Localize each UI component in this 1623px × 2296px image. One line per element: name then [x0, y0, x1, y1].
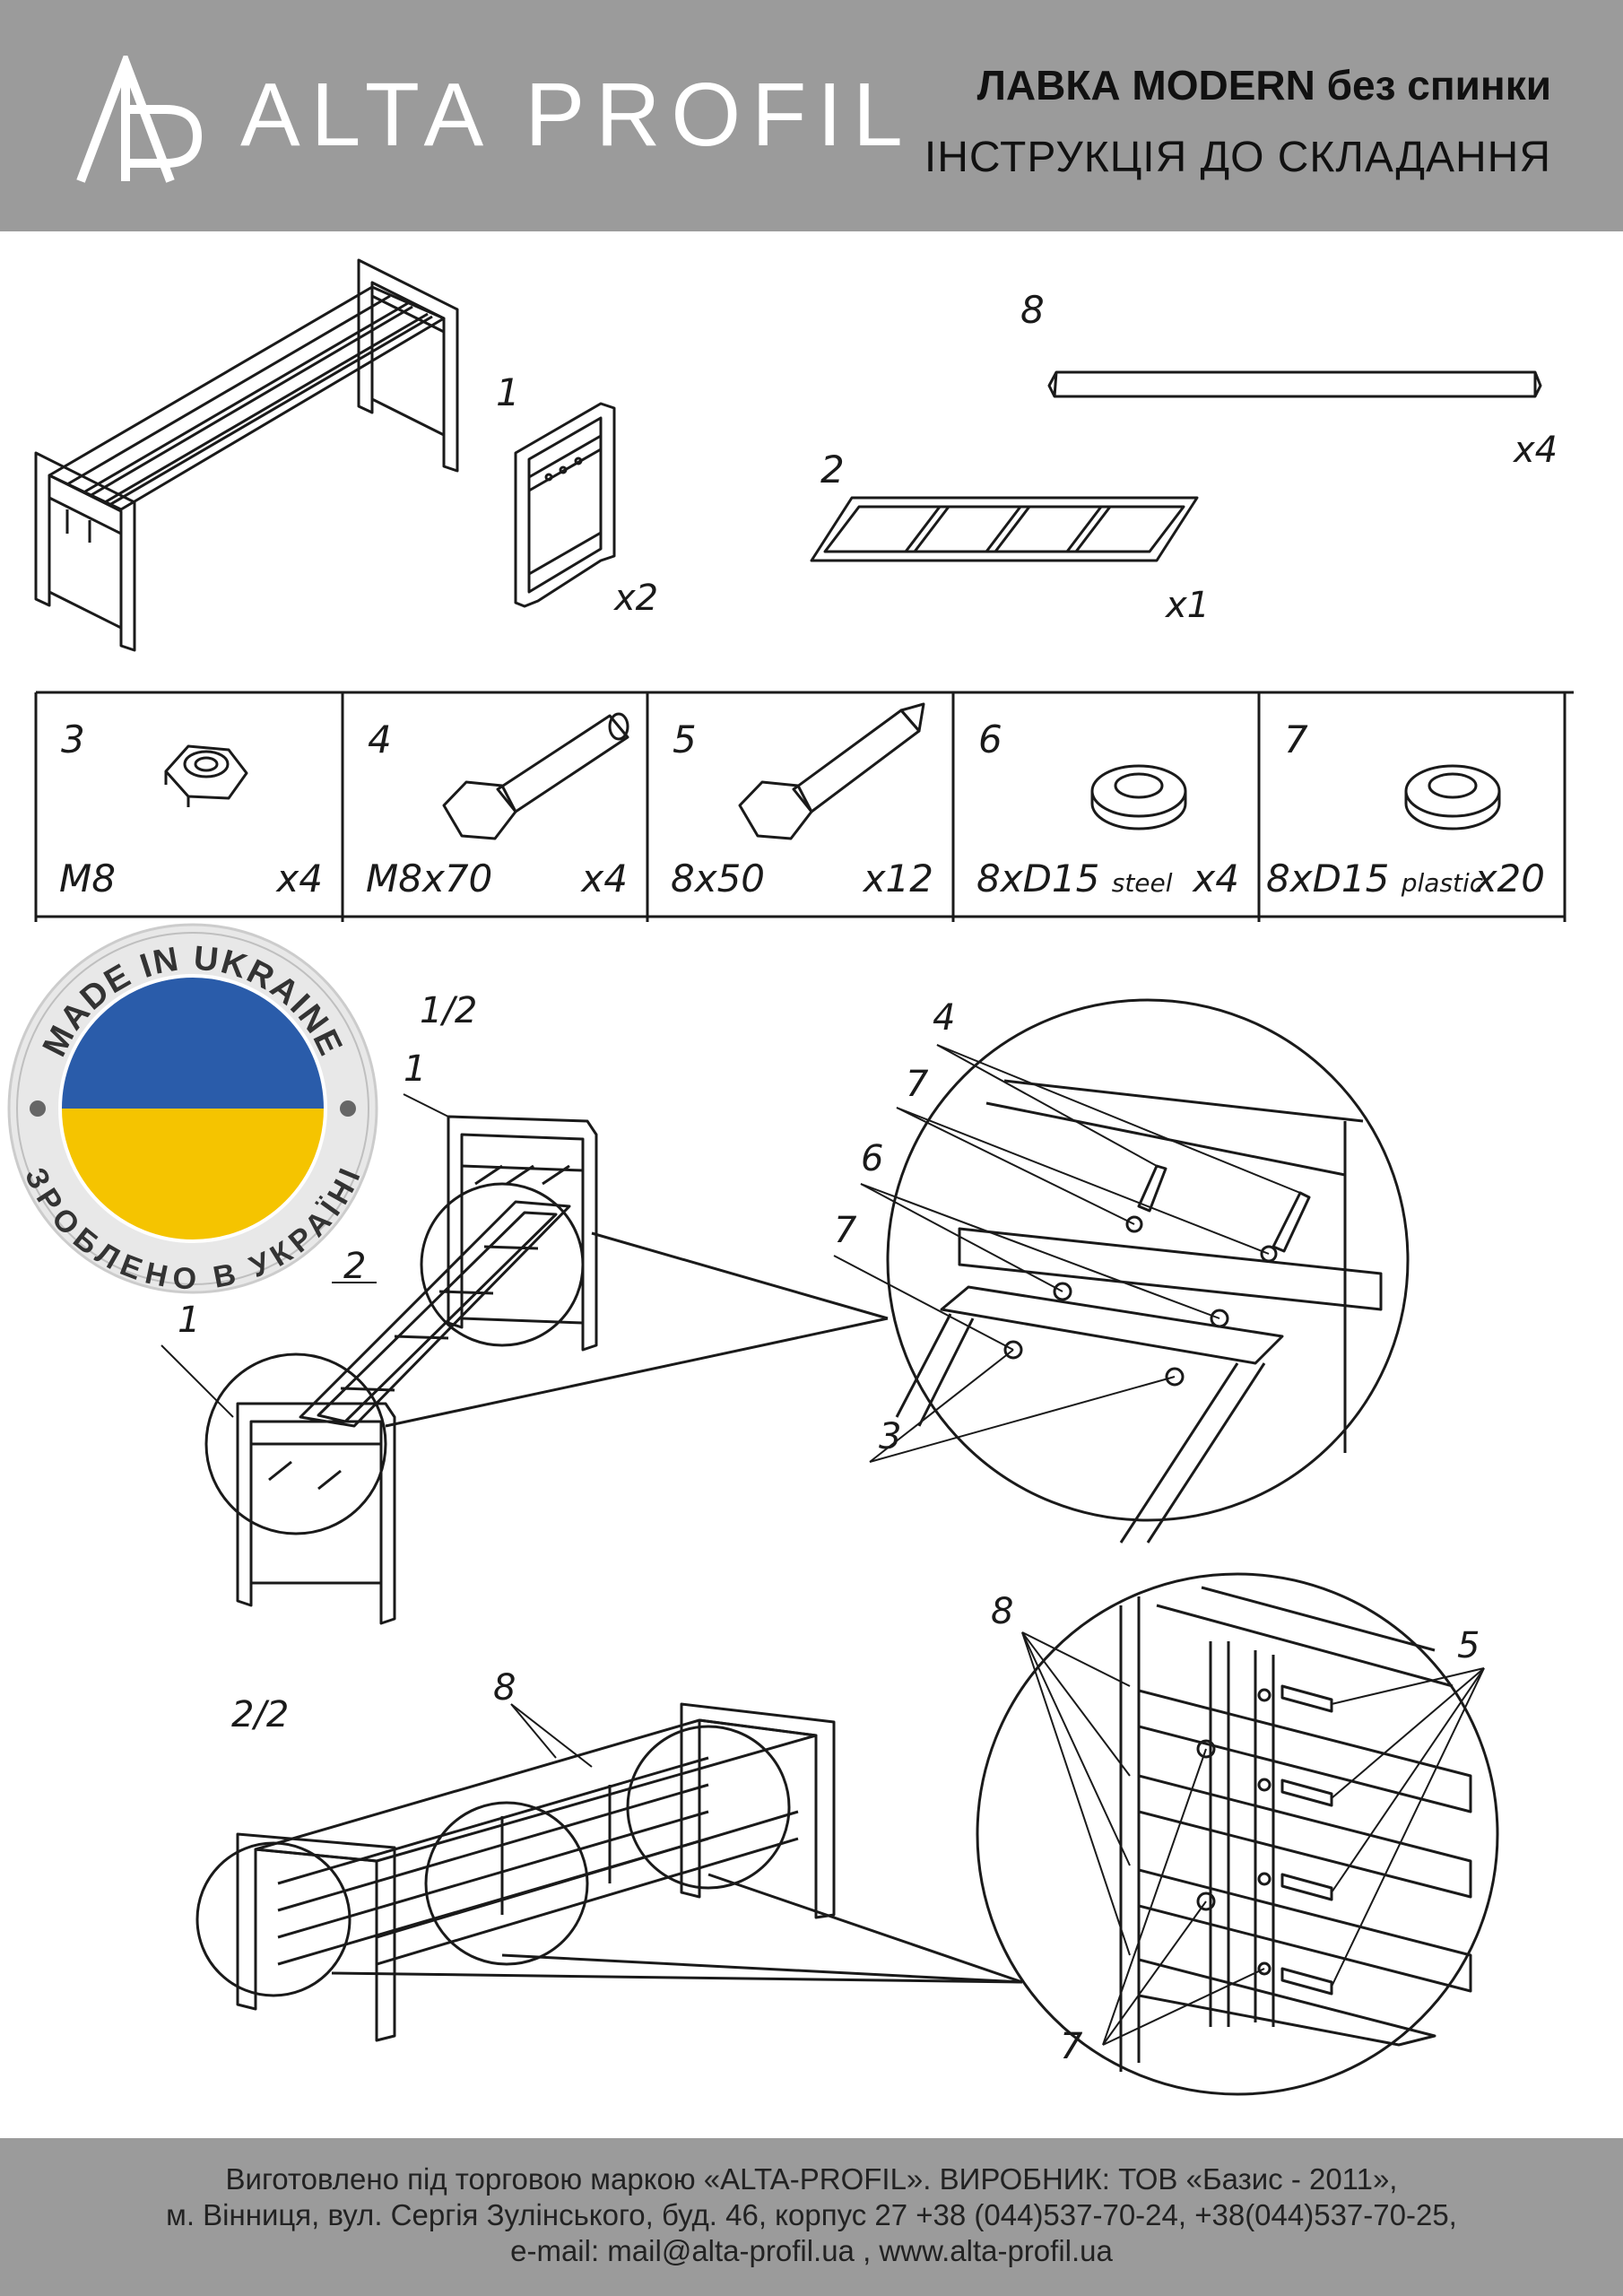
detail-2-callout-8: 8: [991, 1591, 1013, 1632]
hardware-number: 5: [673, 718, 697, 761]
step-1-callout-3: 1: [178, 1300, 200, 1341]
part-8-quantity: x4: [1512, 430, 1558, 471]
part-8-number: 8: [1020, 288, 1045, 332]
detail-1-callout-7b: 7: [834, 1210, 857, 1251]
part-1-side-frame-drawing: [514, 402, 616, 608]
step-2-assembly-drawing: [195, 1702, 836, 2042]
hardware-cell-nut: 3 M8 x4: [36, 692, 343, 918]
nut-m8-drawing: [164, 744, 248, 807]
washer-steel-drawing: [1090, 764, 1187, 831]
bolt-8x50-drawing: [738, 702, 925, 840]
part-8-slat-drawing: [1047, 370, 1542, 398]
hardware-spec: 8x50: [671, 857, 766, 900]
hardware-quantity: x4: [276, 857, 323, 900]
footer-bar: Виготовлено під торговою маркою «ALTA-PR…: [0, 2138, 1623, 2296]
step-1-assembly-drawing: [204, 1115, 598, 1625]
made-in-ukraine-badge: MADE IN UKRAINE ЗРОБЛЕНО В УКРАЇНІ: [7, 923, 378, 1296]
footer-address-line: м. Вінниця, вул. Сергія Зулінського, буд…: [166, 2198, 1457, 2231]
hardware-number: 4: [368, 718, 392, 761]
step-2-label: 2/2: [231, 1694, 289, 1735]
alta-profil-logo-icon: [76, 56, 203, 183]
document-subtitle: ІНСТРУКЦІЯ ДО СКЛАДАННЯ: [924, 134, 1551, 181]
hardware-cell-washer-steel: 6 8xD15 steel x4: [953, 692, 1259, 918]
hardware-spec: 8xD15 steel: [976, 857, 1173, 900]
step-1-callout-2: 2: [343, 1246, 366, 1287]
bolt-m8x70-drawing: [442, 712, 629, 840]
part-2-quantity: x1: [1164, 585, 1210, 626]
hardware-quantity: x12: [863, 857, 933, 900]
detail-1-zoom-drawing: [385, 998, 1410, 1544]
washer-plastic-drawing: [1404, 764, 1501, 831]
detail-2-zoom-drawing: [331, 1572, 1499, 2096]
hardware-cell-washer-plastic: 7 8xD15 plastic x20: [1259, 692, 1565, 918]
detail-1-callout-3: 3: [879, 1416, 901, 1457]
hardware-number: 3: [61, 718, 85, 761]
assembled-bench-drawing: [34, 258, 459, 652]
hardware-number: 7: [1284, 718, 1308, 761]
step-1-callout-1: 1: [404, 1048, 426, 1090]
callout-leaders: [161, 1044, 1485, 2046]
hardware-number: 6: [978, 718, 1002, 761]
product-title: ЛАВКА MODERN без спинки: [976, 62, 1551, 109]
part-1-number: 1: [496, 370, 520, 414]
hardware-cell-bolt-8x50: 5 8x50 x12: [647, 692, 953, 918]
hardware-spec: M8: [59, 857, 116, 900]
detail-1-callout-7a: 7: [906, 1064, 929, 1105]
detail-2-callout-7: 7: [1060, 2026, 1083, 2067]
header-bar: ALTA PROFIL ЛАВКА MODERN без спинки ІНСТ…: [0, 0, 1623, 231]
part-2-number: 2: [820, 448, 845, 491]
footer-manufacturer-line: Виготовлено під торговою маркою «ALTA-PR…: [225, 2162, 1398, 2196]
detail-1-callout-4: 4: [933, 997, 955, 1039]
detail-1-callout-6: 6: [861, 1138, 883, 1179]
hardware-spec: 8xD15 plastic: [1266, 857, 1484, 900]
hardware-quantity: x20: [1474, 857, 1545, 900]
detail-2-callout-5: 5: [1457, 1625, 1480, 1666]
brand-name: ALTA PROFIL: [240, 65, 914, 165]
hardware-table-grid: [34, 691, 1574, 922]
part-1-quantity: x2: [612, 578, 658, 619]
hardware-quantity: x4: [581, 857, 628, 900]
hardware-table: 3 M8 x4 4 M8x70 x4 5 8x50 x12 6 8xD15 st…: [36, 692, 1569, 918]
hardware-quantity: x4: [1193, 857, 1239, 900]
hardware-spec: M8x70: [366, 857, 493, 900]
step-1-label: 1/2: [420, 990, 477, 1031]
part-2-ladder-frame-drawing: [810, 496, 1199, 562]
step-2-callout-8: 8: [493, 1667, 516, 1709]
hardware-cell-bolt-m8x70: 4 M8x70 x4: [343, 692, 647, 918]
footer-contact-line: e-mail: mail@alta-profil.ua , www.alta-p…: [510, 2234, 1113, 2267]
